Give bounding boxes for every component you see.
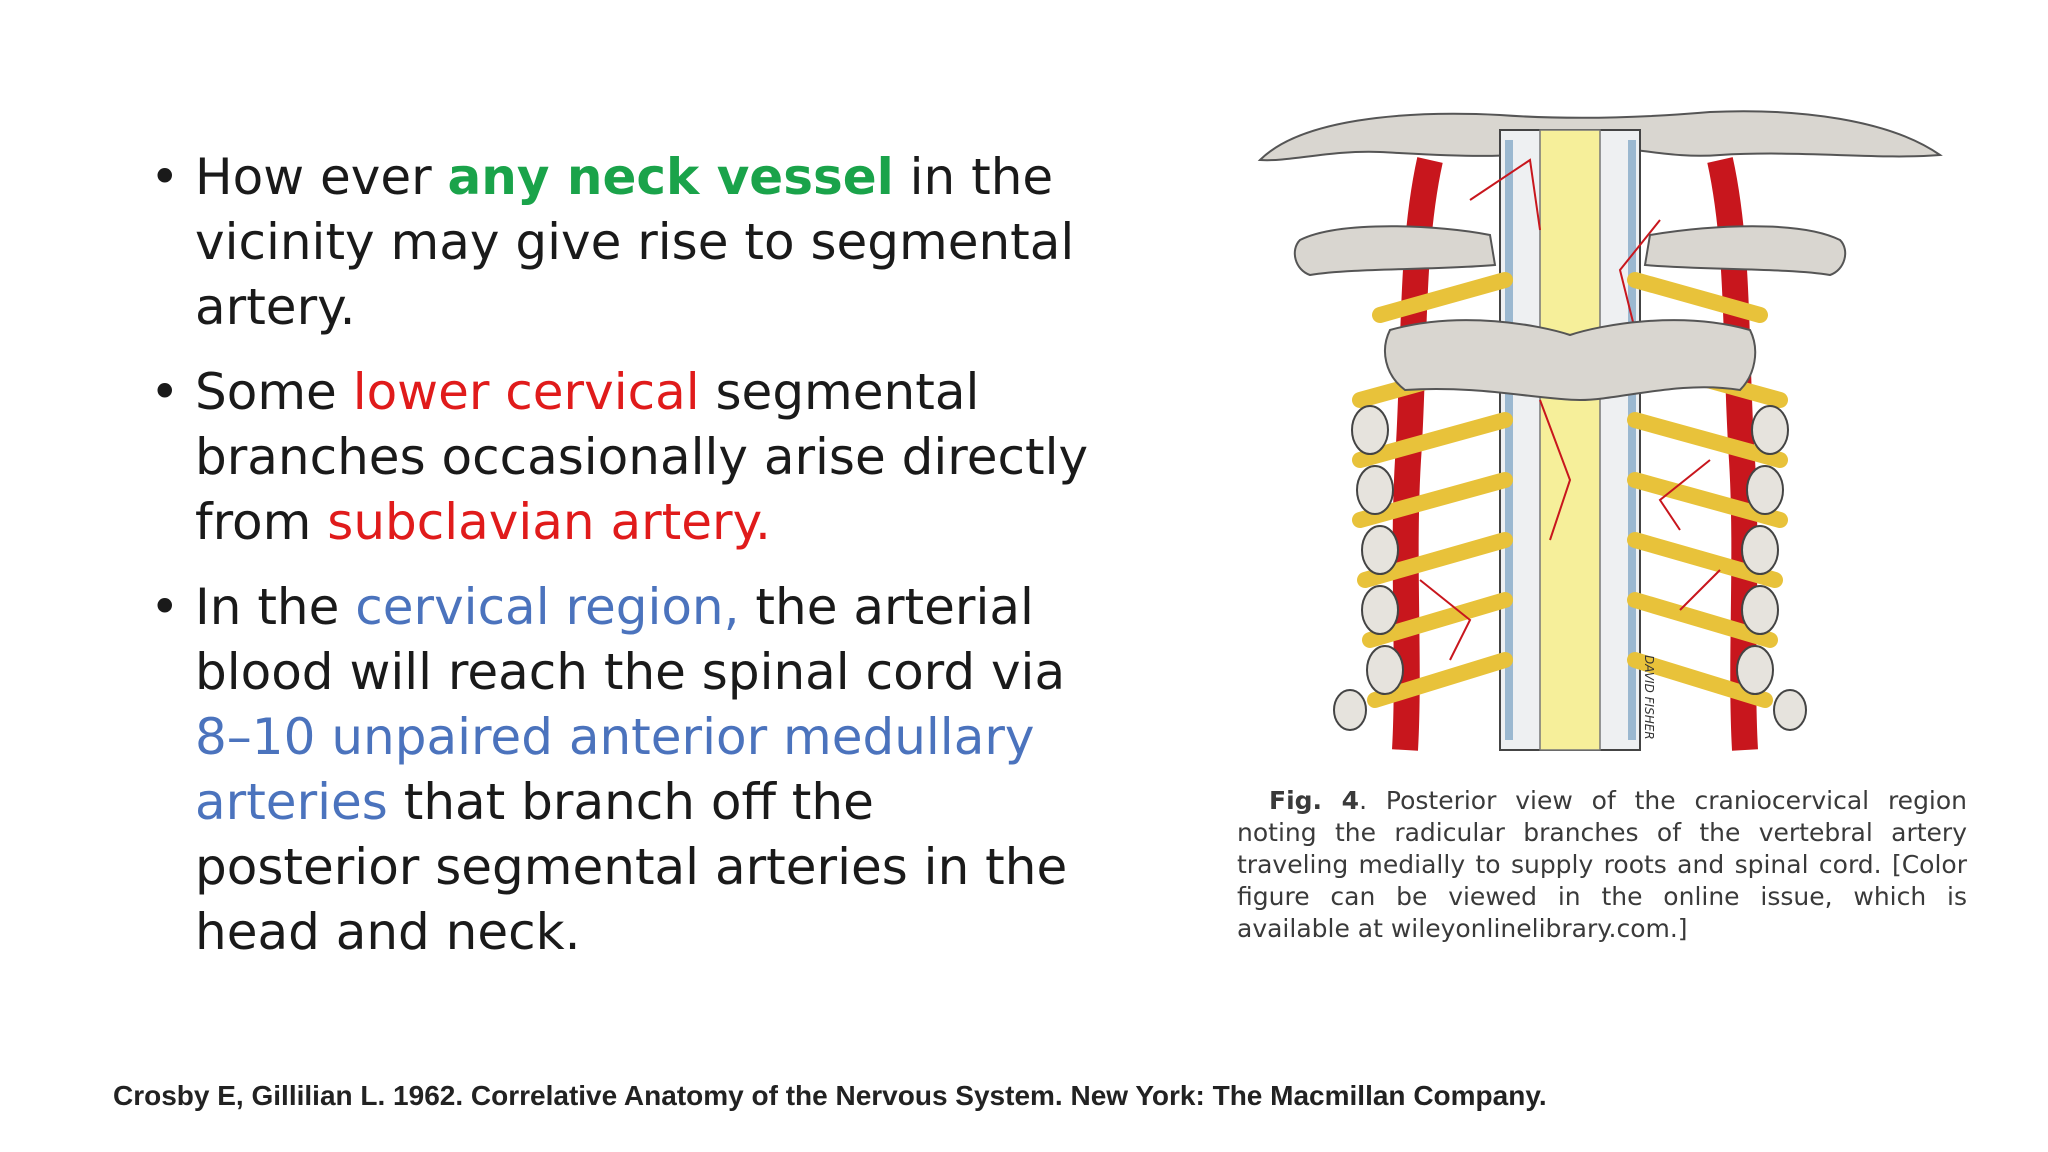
atlas-right [1643,225,1847,277]
spinal-cord [1539,129,1601,751]
highlight-any-neck-vessel: any neck vessel [447,148,894,206]
figure-label-dot: . [1359,786,1368,815]
bullet-text: in the vicinity may give rise to segment… [195,148,1075,336]
highlight-medullary-arteries: 8–10 unpaired anterior medullary arterie… [195,708,1035,831]
radicular-branches [1419,158,1721,661]
bullet-item-1: • How ever any neck vessel in the vicini… [150,145,1110,340]
bullet-text: In the [195,578,356,636]
bullet-text: that branch off the posterior segmental … [195,773,1068,961]
anatomy-illustration: DAVID FISHER [1240,100,1960,760]
figure-label: Fig. 4 [1269,786,1360,815]
bullet-dot: • [150,578,180,636]
bullet-list: • How ever any neck vessel in the vicini… [150,145,1110,985]
bullet-dot: • [150,363,180,421]
citation: Crosby E, Gillilian L. 1962. Correlative… [113,1080,1547,1111]
highlight-lower-cervical: lower cervical [352,363,700,421]
bullet-item-2: • Some lower cervical segmental branches… [150,360,1110,555]
bullet-text: Some [195,363,353,421]
bullet-text: How ever [195,148,448,206]
vertebrae [1333,405,1807,731]
highlight-cervical-region: cervical region, [355,578,740,636]
vein [1628,140,1636,740]
bullet-item-3: • In the cervical region, the arterial b… [150,575,1110,965]
figure-caption: Fig. 4. Posterior view of the craniocerv… [1237,785,1967,945]
bullet-text: segmental branches occasionally arise di… [195,363,1089,551]
atlas-left [1293,225,1497,277]
bullet-dot: • [150,148,180,206]
spine-drawing: DAVID FISHER [1257,110,1943,751]
vein [1505,140,1513,740]
caption-text: Posterior view of the craniocervical reg… [1237,786,1968,943]
illustrator-signature: DAVID FISHER [1642,655,1656,740]
highlight-subclavian-artery: subclavian artery. [327,493,771,551]
axis [1384,319,1757,402]
bullet-text: the arterial blood will reach the spinal… [195,578,1066,701]
